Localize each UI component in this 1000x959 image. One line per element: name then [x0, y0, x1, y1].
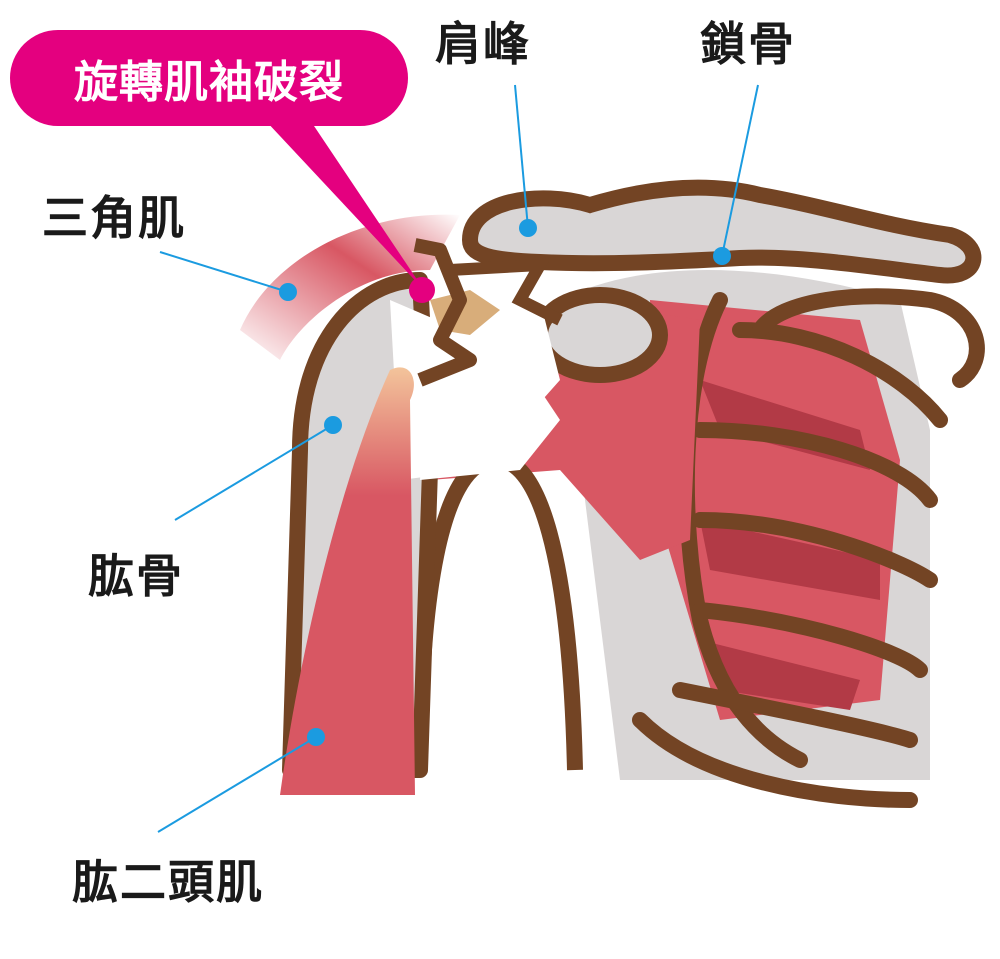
leader-lines: [157, 84, 759, 833]
pointer-dots: [279, 219, 731, 746]
deltoid-dot: [279, 283, 297, 301]
callout-pointer: [265, 120, 424, 290]
rotator-cuff-tear: [413, 238, 563, 387]
clavicle-dot: [713, 247, 731, 265]
tear-dot: [409, 277, 435, 303]
clavicle: [461, 179, 982, 284]
label-biceps: 肱二頭肌: [72, 855, 264, 909]
label-deltoid: 三角肌: [42, 191, 186, 245]
humerus-dot: [324, 416, 342, 434]
label-clavicle: 鎖骨: [700, 17, 796, 71]
deltoid-muscle: [240, 214, 460, 360]
rotator-cuff-tear-callout: 旋轉肌袖破裂: [10, 30, 408, 126]
label-acromion: 肩峰: [435, 17, 531, 71]
biceps-dot: [307, 728, 325, 746]
callout-label: 旋轉肌袖破裂: [74, 57, 344, 108]
label-humerus: 肱骨: [88, 549, 184, 603]
biceps-muscle: [280, 367, 415, 795]
acromion-dot: [519, 219, 537, 237]
